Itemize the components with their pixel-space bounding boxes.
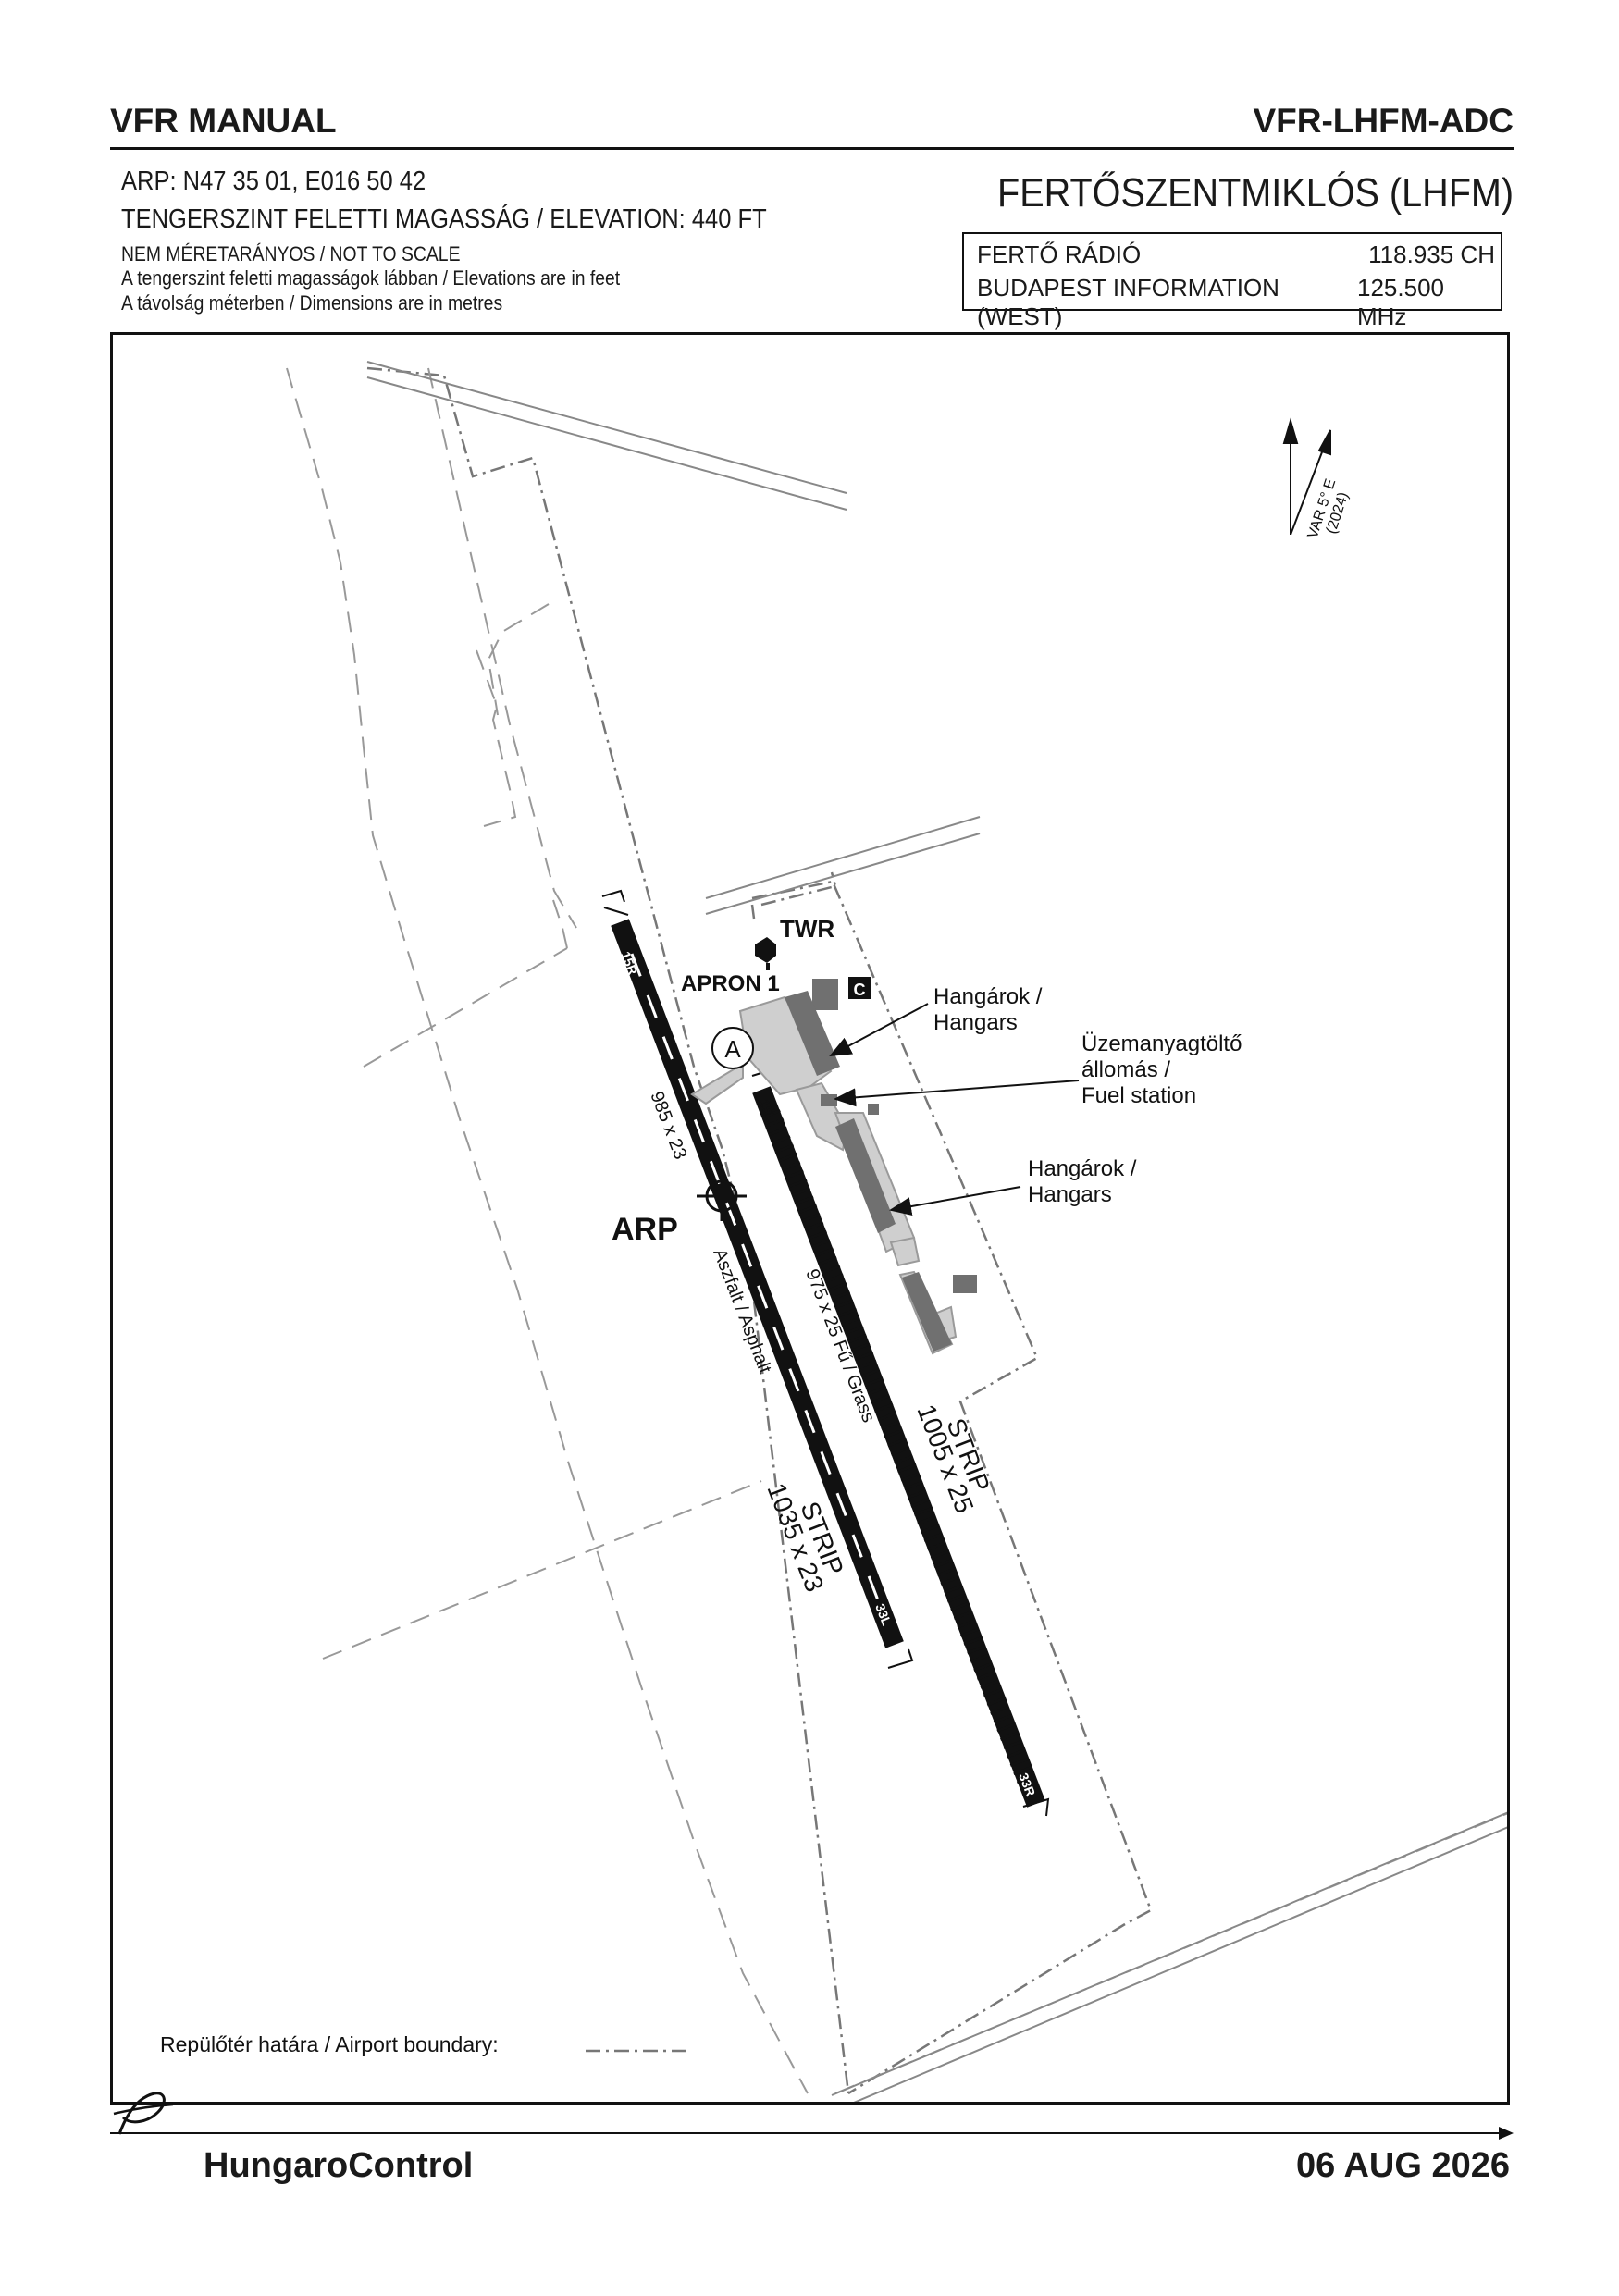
apron-badge-text: C <box>854 981 866 999</box>
hangar-building <box>868 1104 879 1115</box>
frequency-row: FERTŐ RÁDIÓ 118.935 CH <box>977 241 1495 269</box>
airport-boundary <box>366 366 1153 2095</box>
map-frame: 15R 33L 15L 33R TWR APRON 1 C A ARP <box>110 332 1514 2108</box>
dimension-units-note: A távolság méterben / Dimensions are in … <box>121 291 503 315</box>
aerodrome-map: 15R 33L 15L 33R TWR APRON 1 C A ARP <box>160 361 1514 2108</box>
fuel-callout-line1: Üzemanyagtöltő <box>1081 1031 1242 1056</box>
tower-icon <box>755 937 776 963</box>
apron-badge <box>848 977 871 999</box>
fuel-building <box>821 1094 837 1106</box>
aerodrome-title: FERTŐSZENTMIKLÓS (LHFM) <box>996 170 1514 216</box>
hungarocontrol-logo-icon <box>113 2092 174 2135</box>
frequency-value: 125.500 MHz <box>1357 274 1444 330</box>
runway-15r-33l <box>611 919 904 1648</box>
road <box>366 361 1514 2108</box>
callout-leaders <box>829 1003 1080 1216</box>
hangar-building <box>785 991 840 1076</box>
apron-marker-text: A <box>724 1035 741 1063</box>
hangar-building <box>812 979 838 1010</box>
hangars-callout-line1: Hangárok / <box>1028 1156 1137 1181</box>
frequency-name: BUDAPEST INFORMATION (WEST) <box>977 274 1279 330</box>
hangar-building <box>835 1118 896 1233</box>
effective-date: 06 AUG 2026 <box>1296 2146 1510 2185</box>
threshold-markings <box>601 889 914 1669</box>
tower-base <box>766 963 770 970</box>
arp-label: ARP <box>612 1212 678 1247</box>
apron-marker <box>711 1027 754 1069</box>
twr-label: TWR <box>780 915 834 943</box>
fuel-callout-line2: állomás / <box>1081 1057 1170 1082</box>
arp-symbol <box>697 1171 747 1221</box>
runway-15l-33r <box>752 1086 1045 1808</box>
hangars-callout-line2: Hangars <box>933 1010 1018 1035</box>
hangar-buildings <box>785 979 977 1352</box>
elevation-units-note: A tengerszint feletti magasságok lábban … <box>121 266 621 290</box>
footer-arrow-icon <box>1499 2127 1514 2140</box>
organisation-name: HungaroControl <box>204 2146 474 2185</box>
hangar-building <box>902 1272 952 1352</box>
hangars-callout-line1: Hangárok / <box>933 984 1043 1009</box>
hangar-building <box>953 1275 977 1293</box>
boundary-legend-label: Repülőtér határa / Airport boundary: <box>160 2032 499 2056</box>
north-arrow-icon <box>1282 417 1331 536</box>
elevation-text: TENGERSZINT FELETTI MAGASSÁG / ELEVATION… <box>121 204 767 234</box>
chart-id: VFR-LHFM-ADC <box>1253 102 1514 140</box>
header-rule <box>110 147 1514 150</box>
frequency-box: FERTŐ RÁDIÓ 118.935 CH BUDAPEST INFORMAT… <box>962 232 1502 330</box>
manual-title: VFR MANUAL <box>110 102 337 140</box>
apron-label: APRON 1 <box>681 971 780 996</box>
fuel-callout-line3: Fuel station <box>1081 1083 1196 1108</box>
scale-note: NEM MÉRETARÁNYOS / NOT TO SCALE <box>121 242 461 265</box>
arp-coordinates: ARP: N47 35 01, E016 50 42 <box>121 167 426 196</box>
frequency-name: FERTŐ RÁDIÓ <box>977 241 1142 268</box>
footer-rule <box>110 2132 1502 2134</box>
frequency-value: 118.935 CH <box>1368 241 1495 268</box>
hangars-callout-line2: Hangars <box>1028 1182 1112 1207</box>
frequency-row: BUDAPEST INFORMATION (WEST) 125.500 MHz <box>977 274 1495 331</box>
